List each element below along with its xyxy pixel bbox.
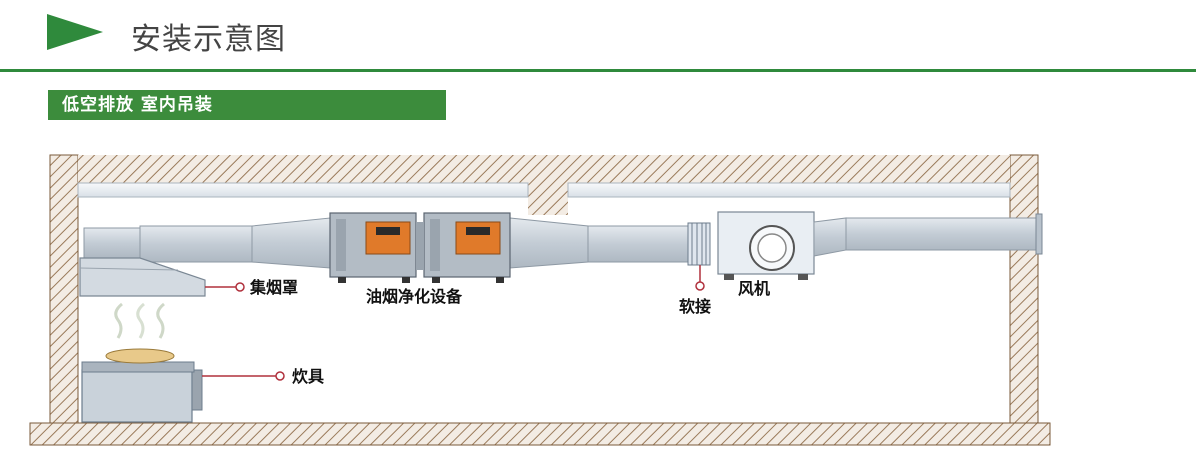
duct-hood-riser <box>83 227 141 259</box>
header: 安装示意图 <box>0 0 1196 72</box>
stove-label: 炊具 <box>292 367 324 386</box>
stove <box>81 302 203 423</box>
ceiling-beam-right <box>568 155 1010 183</box>
duct-segment-2 <box>587 225 689 263</box>
page-title: 安装示意图 <box>131 22 286 57</box>
floor <box>29 422 1051 446</box>
ceiling-panel-left <box>77 182 529 198</box>
duct-fan-outlet <box>813 217 847 257</box>
right-wall <box>1009 154 1039 424</box>
section-tag: 低空排放 室内吊装 <box>48 90 446 120</box>
left-wall <box>49 154 79 424</box>
duct-exhaust <box>845 217 1037 251</box>
exhaust-hood <box>79 257 206 297</box>
play-triangle-icon <box>47 14 103 50</box>
exhaust-flange <box>1035 213 1043 255</box>
purifier-unit-2 <box>423 212 511 283</box>
header-divider <box>0 69 1196 72</box>
ceiling-beam-left <box>78 155 528 183</box>
duct-transition-2 <box>509 217 589 269</box>
hood-label: 集烟罩 <box>249 278 298 297</box>
duct-segment-1 <box>139 225 253 263</box>
stove-pointer-dot <box>275 371 285 381</box>
purifier-unit-1 <box>329 212 417 283</box>
hood-pointer-dot <box>235 282 245 292</box>
flex-joint-label: 软接 <box>679 297 711 316</box>
fan-label: 风机 <box>738 279 770 298</box>
flex-joint <box>687 222 711 266</box>
purifier-label: 油烟净化设备 <box>366 287 463 306</box>
flex-joint-pointer-dot <box>695 281 705 291</box>
ceiling-panel-right <box>567 182 1011 198</box>
ceiling-drop <box>528 155 568 215</box>
duct-transition-1 <box>251 217 331 269</box>
